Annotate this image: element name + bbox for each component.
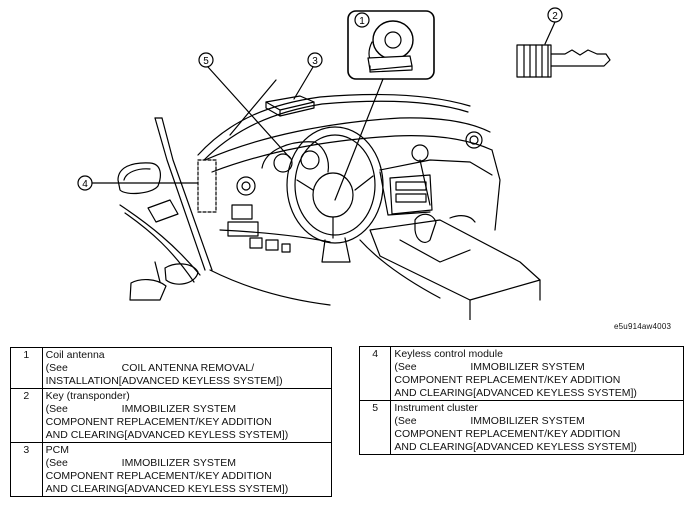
dashboard-vents: [227, 131, 483, 237]
floor: [209, 239, 441, 306]
callout-4-label: 4: [82, 179, 88, 190]
steering-wheel: [286, 126, 384, 263]
callout-3-label: 3: [312, 56, 318, 67]
part-name: PCM: [45, 444, 70, 456]
callout-3: [293, 52, 323, 100]
see-label: (See: [45, 362, 68, 374]
side-mirror: [117, 162, 161, 195]
coil-antenna-inset: [334, 10, 435, 201]
see-label: (See: [394, 361, 417, 373]
see-label: (See: [394, 415, 417, 427]
center-console: [369, 174, 541, 320]
pedals: [249, 237, 291, 253]
key-transponder: [516, 44, 611, 78]
reference-link[interactable]: IMMOBILIZER SYSTEM COMPONENT REPLACEMENT…: [45, 457, 289, 495]
callout-1-label: 1: [359, 16, 365, 27]
callout-5: [198, 52, 291, 159]
callout-5-label: 5: [203, 56, 209, 67]
windshield-frame: [154, 79, 471, 271]
pcm-box: [265, 95, 315, 117]
door-panel: [119, 199, 201, 301]
part-number: 5: [358, 400, 392, 455]
vehicle-interior-diagram: 1 2 3 4 5: [77, 7, 611, 320]
callout-4: [77, 175, 199, 191]
part-name: Instrument cluster: [394, 402, 478, 414]
reference-link[interactable]: COIL ANTENNA REMOVAL/ INSTALLATION[ADVAN…: [45, 362, 283, 387]
reference-link[interactable]: IMMOBILIZER SYSTEM COMPONENT REPLACEMENT…: [45, 403, 289, 441]
reference-link[interactable]: IMMOBILIZER SYSTEM COMPONENT REPLACEMENT…: [394, 415, 637, 453]
dashboard: [204, 117, 501, 243]
callout-2-label: 2: [552, 11, 558, 22]
part-number: 4: [358, 346, 392, 401]
part-name: Key (transponder): [45, 390, 130, 402]
see-label: (See: [45, 457, 68, 469]
figure-code: e5u914aw4003: [614, 322, 672, 331]
see-label: (See: [45, 403, 68, 415]
part-name: Coil antenna: [45, 349, 105, 361]
keyless-control-module-outline: [197, 159, 217, 213]
part-number: 2: [10, 388, 43, 443]
instrument-cluster: [261, 141, 330, 173]
callout-2: [544, 7, 563, 45]
callout-1: [354, 12, 370, 28]
part-number: 3: [10, 442, 43, 497]
part-name: Keyless control module: [394, 348, 503, 360]
part-number: 1: [10, 347, 43, 389]
reference-link[interactable]: IMMOBILIZER SYSTEM COMPONENT REPLACEMENT…: [394, 361, 637, 399]
